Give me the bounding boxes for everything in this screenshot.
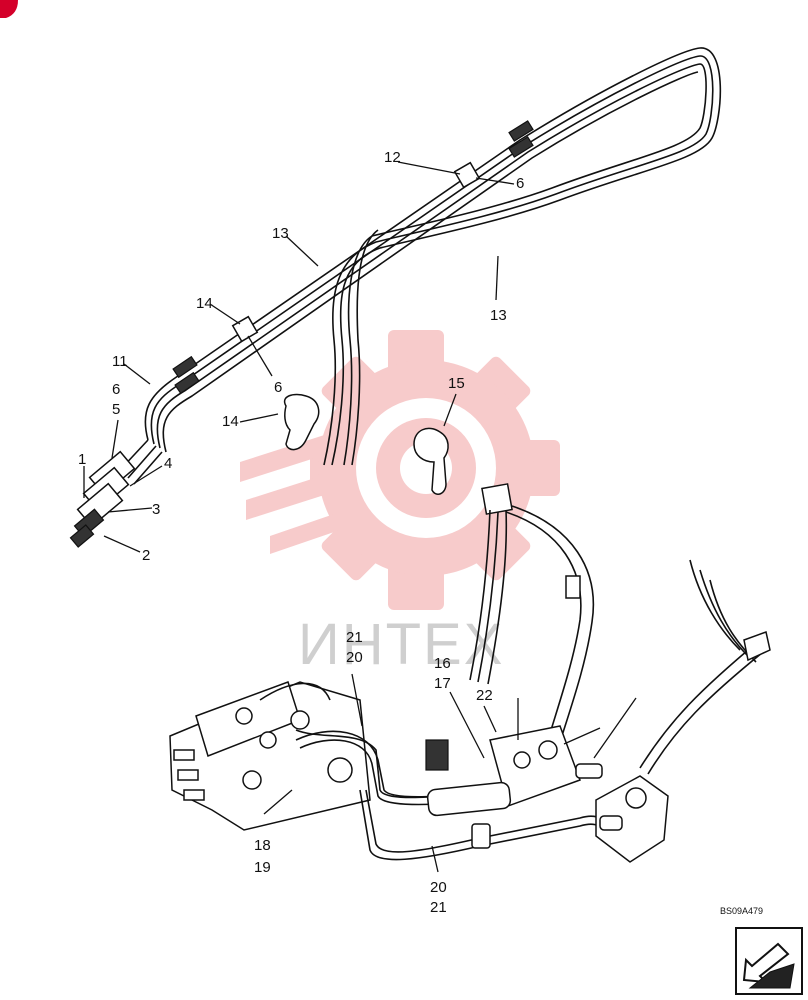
callout-9: 13 — [272, 225, 289, 242]
watermark-text: ИНТЕХ — [298, 612, 504, 677]
main-control-valve — [169, 681, 501, 831]
callout-6-lower: 6 — [112, 381, 120, 398]
orientation-arrow-icon — [735, 927, 803, 995]
callout-14-lower: 19 — [254, 859, 271, 876]
hose-right — [639, 559, 771, 775]
right-valve-block — [575, 763, 669, 863]
callout-12: 15 — [448, 375, 465, 392]
callout-16: 21 — [430, 899, 447, 916]
callout-leaders — [83, 161, 637, 873]
callout-18: 21 — [346, 629, 363, 646]
callout-7: 11 — [112, 353, 128, 370]
callout-3: 3 — [152, 501, 160, 518]
callout-11: 14 — [222, 413, 239, 430]
callout-10: 13 — [490, 307, 507, 324]
callout-4: 4 — [164, 455, 172, 472]
hose-assembly-upper — [144, 47, 722, 466]
corner-badge-icon — [0, 0, 18, 18]
control-grip-12 — [413, 427, 449, 495]
callout-1: 1 — [78, 451, 86, 468]
callout-2: 2 — [142, 547, 150, 564]
callout-6-upper: 6 — [516, 175, 524, 192]
callout-13-upper: 17 — [434, 675, 451, 692]
callout-8-upper: 12 — [384, 149, 401, 166]
callout-6-middle: 6 — [274, 379, 282, 396]
auxiliary-valve-19 — [425, 725, 581, 817]
watermark-gear-logo — [240, 330, 560, 610]
drawing-code: BS09A479 — [720, 906, 763, 916]
callout-17: 20 — [346, 649, 363, 666]
harness-lower — [469, 483, 595, 743]
callout-labels: 12 6 13 13 14 6 11 6 5 1 4 3 2 14 15 21 … — [78, 149, 524, 916]
callout-8-lower: 14 — [196, 295, 213, 312]
callout-13-lower: 18 — [254, 837, 271, 854]
callout-19: 22 — [476, 687, 493, 704]
callout-15: 20 — [430, 879, 447, 896]
callout-5: 5 — [112, 401, 120, 418]
quick-coupler-group — [69, 439, 163, 548]
callout-14-upper: 16 — [434, 655, 451, 672]
control-grip-11 — [283, 393, 320, 451]
